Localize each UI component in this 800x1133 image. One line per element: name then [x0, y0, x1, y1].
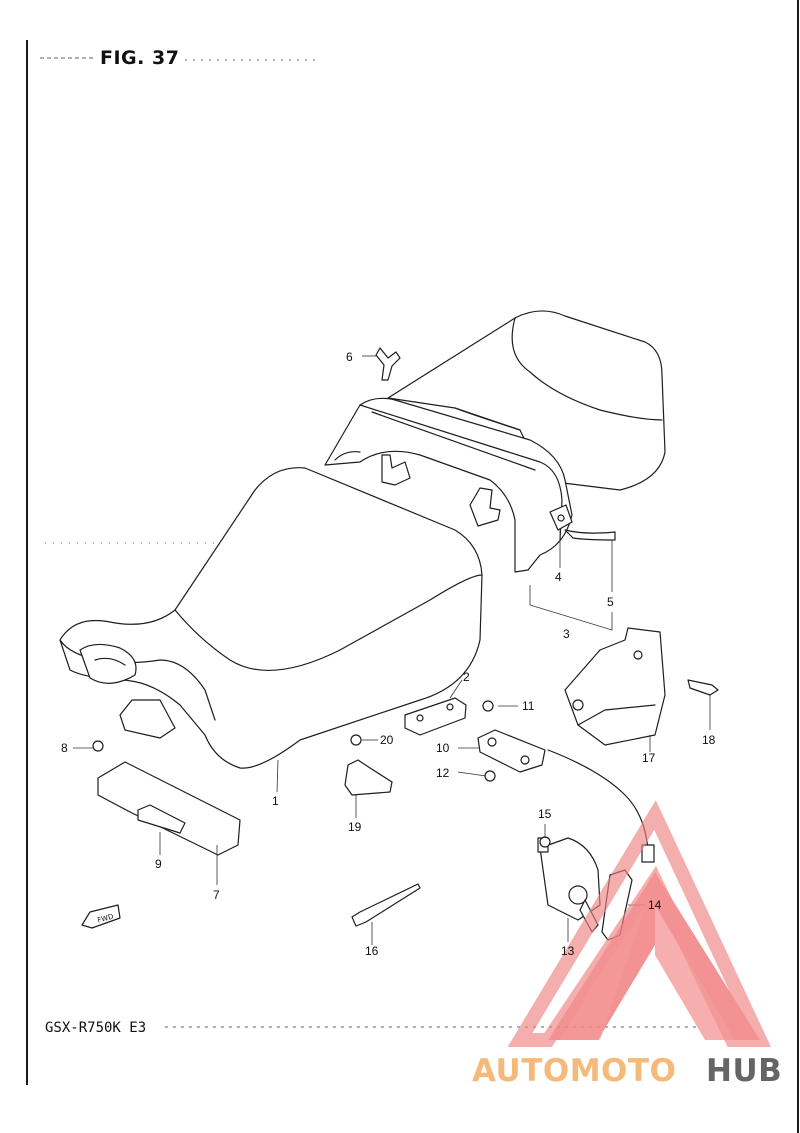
forward-arrow-icon: FWD — [81, 904, 121, 929]
leader-lines — [73, 355, 711, 945]
callout-4: 4 — [555, 570, 562, 584]
right-frame-line — [797, 0, 799, 1133]
model-code: GSX-R750K E3 — [45, 1020, 147, 1036]
callout-7: 7 — [213, 888, 220, 902]
rear-seat-drawing — [324, 310, 666, 573]
small-parts-drawing — [92, 347, 719, 927]
callout-1: 1 — [272, 794, 279, 808]
callout-6: 6 — [346, 350, 353, 364]
callout-9: 9 — [155, 857, 162, 871]
callout-17: 17 — [642, 751, 656, 765]
callout-18: 18 — [702, 733, 716, 747]
figure-title: FIG. 37 — [100, 47, 180, 69]
callout-3: 3 — [563, 627, 570, 641]
callout-8: 8 — [61, 741, 68, 755]
callout-14: 14 — [648, 898, 662, 912]
callout-13: 13 — [561, 944, 575, 958]
left-frame-line — [26, 40, 28, 1085]
watermark-logo-icon — [507, 800, 771, 1047]
watermark-text-automoto: AUTOMOTO — [472, 1053, 677, 1089]
callout-10: 10 — [436, 741, 450, 755]
callout-20: 20 — [380, 733, 394, 747]
callout-16: 16 — [365, 944, 379, 958]
callout-11: 11 — [522, 699, 535, 713]
watermark-text-hub: HUB — [706, 1053, 783, 1089]
callout-2: 2 — [463, 670, 470, 684]
callout-12: 12 — [436, 766, 450, 780]
front-seat-drawing — [59, 467, 483, 769]
header-dash-rules — [40, 57, 700, 1028]
forward-arrow-label: FWD — [97, 913, 115, 925]
callout-15: 15 — [538, 807, 552, 821]
bracket-17-drawing — [564, 627, 666, 746]
callout-5: 5 — [607, 595, 614, 609]
callout-19: 19 — [348, 820, 362, 834]
